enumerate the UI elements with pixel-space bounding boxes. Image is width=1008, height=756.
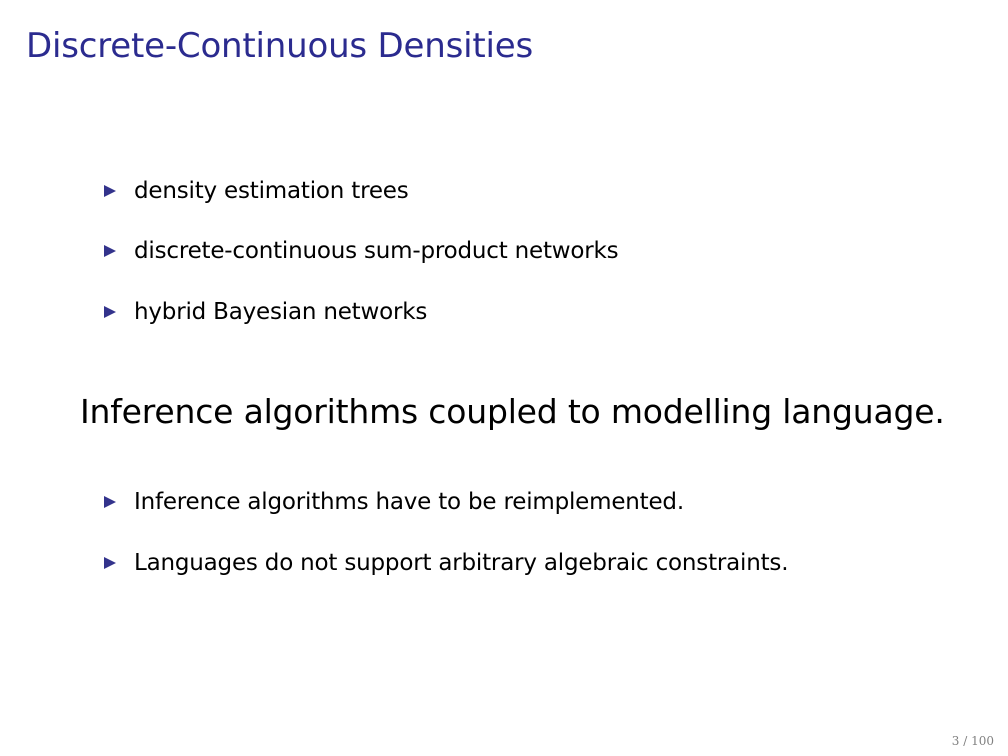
triangle-bullet-icon — [104, 245, 116, 257]
triangle-bullet-icon — [104, 557, 116, 569]
list-item: density estimation trees — [104, 174, 409, 208]
bullet-text: Inference algorithms have to be reimplem… — [134, 489, 684, 515]
bullet-text: Languages do not support arbitrary algeb… — [134, 550, 789, 576]
list-item: hybrid Bayesian networks — [104, 295, 427, 329]
triangle-bullet-icon — [104, 496, 116, 508]
bullet-text: discrete-continuous sum-product networks — [134, 238, 619, 264]
list-item: discrete-continuous sum-product networks — [104, 234, 619, 268]
slide-title: Discrete-Continuous Densities — [26, 26, 533, 66]
triangle-bullet-icon — [104, 185, 116, 197]
triangle-bullet-icon — [104, 306, 116, 318]
list-item: Languages do not support arbitrary algeb… — [104, 546, 789, 580]
bullet-text: hybrid Bayesian networks — [134, 299, 428, 325]
bullet-text: density estimation trees — [134, 178, 409, 204]
key-statement: Inference algorithms coupled to modellin… — [80, 392, 945, 431]
page-number: 3 / 100 — [951, 734, 994, 748]
list-item: Inference algorithms have to be reimplem… — [104, 485, 684, 519]
